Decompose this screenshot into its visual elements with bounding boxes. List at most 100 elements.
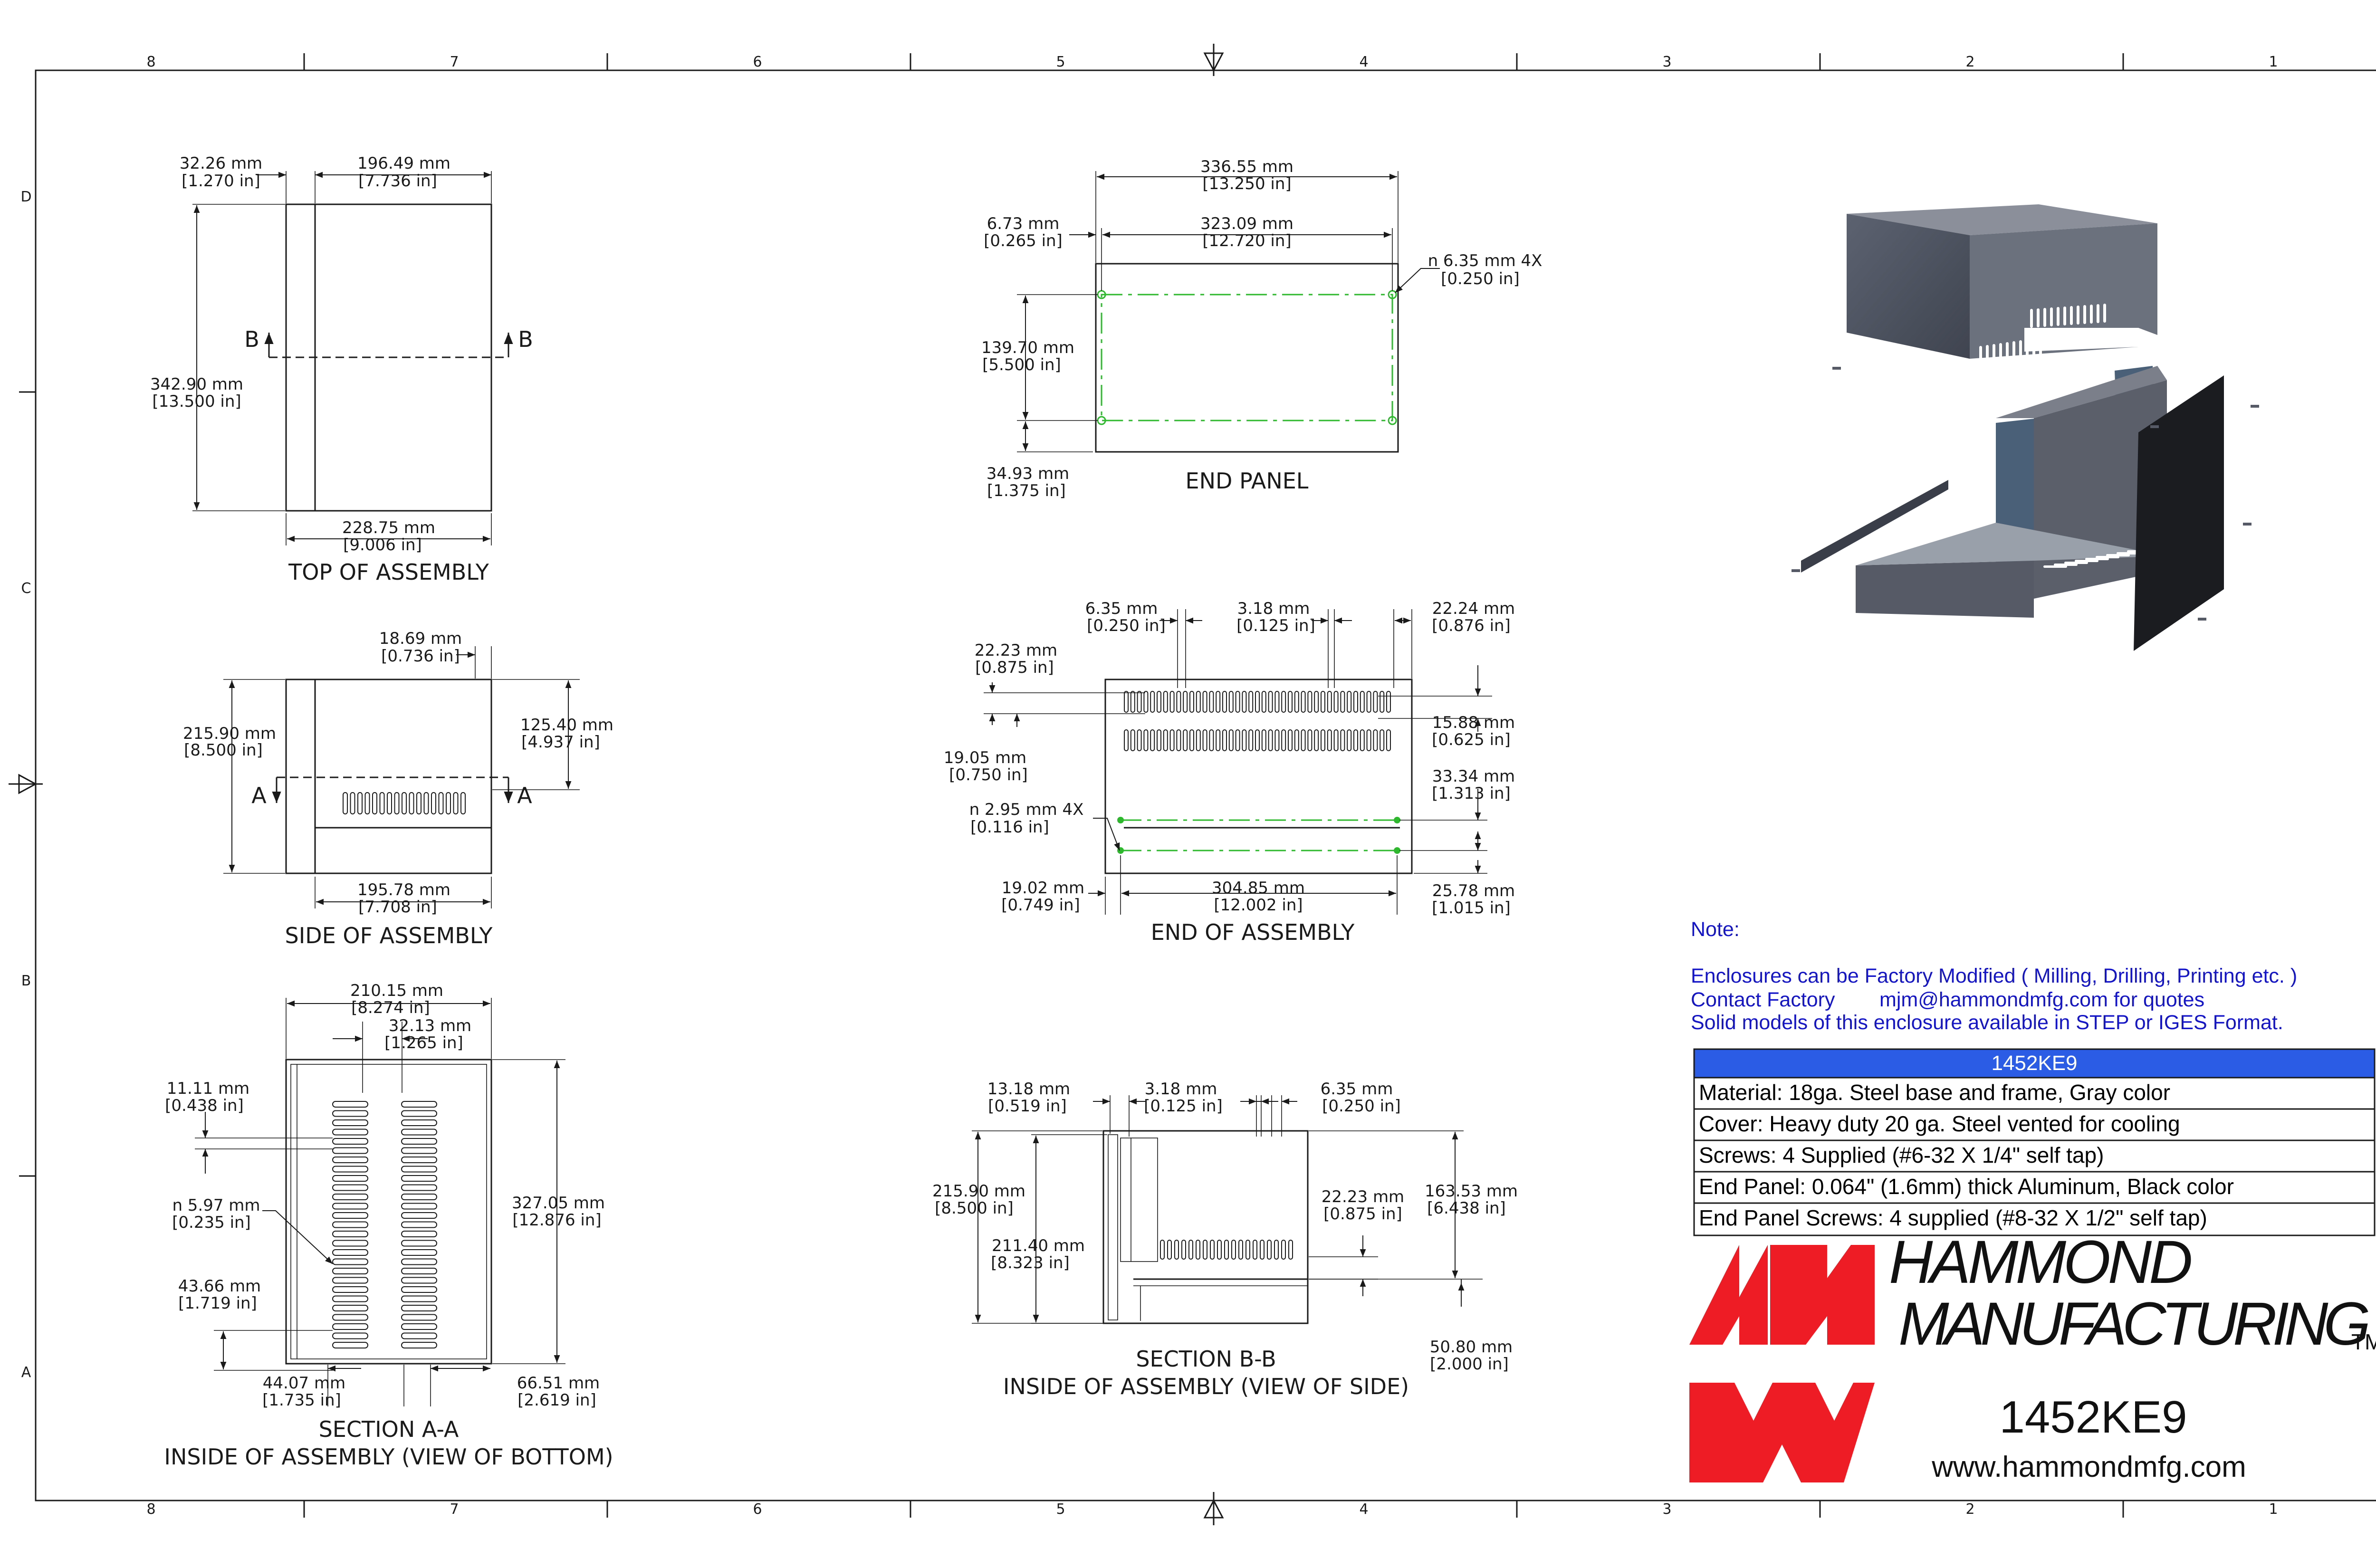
- end-panel-view: 336.55 mm [13.250 in] 6.73 mm [0.265 in]…: [981, 157, 1542, 500]
- spec-table-header: 1452KE9: [1991, 1052, 2077, 1075]
- svg-text:327.05 mm: 327.05 mm: [512, 1194, 605, 1213]
- svg-text:19.02 mm: 19.02 mm: [1002, 879, 1084, 898]
- svg-text:15.88 mm: 15.88 mm: [1432, 713, 1515, 732]
- svg-text:[1.313 in]: [1.313 in]: [1432, 784, 1511, 803]
- note-heading: Note:: [1691, 918, 1740, 941]
- col-label: 3: [1662, 54, 1671, 70]
- vent-slot: [1327, 691, 1332, 713]
- vent-slot: [1183, 691, 1188, 713]
- vent-slot: [1222, 729, 1227, 751]
- vent-slot: [1294, 729, 1299, 751]
- vent-slot: [2019, 340, 2022, 359]
- vent-slot: [1196, 691, 1201, 713]
- vent-slot: [387, 792, 392, 814]
- vent-slot: [1906, 351, 1908, 370]
- mounting-holes: [1097, 290, 1397, 425]
- svg-text:323.09 mm: 323.09 mm: [1200, 214, 1293, 233]
- vent-slot: [332, 1119, 368, 1126]
- svg-text:18.69 mm: 18.69 mm: [379, 629, 462, 648]
- vent-slot: [2054, 564, 2078, 566]
- vent-slot: [1353, 729, 1358, 751]
- vent-slot: [1281, 1240, 1286, 1260]
- vent-slot: [1340, 729, 1345, 751]
- vent-slot: [379, 792, 385, 814]
- svg-text:[0.265 in]: [0.265 in]: [984, 231, 1063, 250]
- svg-text:[0.625 in]: [0.625 in]: [1432, 730, 1511, 749]
- vent-slot: [1183, 729, 1188, 751]
- row-label: D: [20, 189, 31, 205]
- svg-text:13.18 mm: 13.18 mm: [987, 1080, 1070, 1099]
- vent-slot: [1919, 353, 1922, 372]
- vent-slot: [2103, 304, 2106, 323]
- vent-slot: [401, 1314, 437, 1321]
- vent-slot: [1235, 691, 1240, 713]
- vent-slot: [332, 1175, 368, 1182]
- view-title: END OF ASSEMBLY: [1151, 919, 1355, 945]
- col-label: 1: [2269, 1501, 2278, 1518]
- vent-slot: [1196, 729, 1201, 751]
- vent-slot: [1188, 1240, 1193, 1260]
- vent-slot: [1174, 1240, 1179, 1260]
- vent-slot: [401, 1240, 437, 1247]
- vent-slot: [1160, 1240, 1165, 1260]
- vent-slot: [401, 1249, 437, 1256]
- vent-slot: [332, 1110, 368, 1117]
- vent-slot: [1261, 729, 1266, 751]
- vent-slot: [2070, 306, 2073, 325]
- vent-slot: [1176, 691, 1181, 713]
- vent-slot: [1167, 1240, 1172, 1260]
- top-of-assembly-view: B B 32.26 mm [1.270 in] 196.49 mm [7.736…: [150, 154, 533, 585]
- svg-text:19.05 mm: 19.05 mm: [944, 748, 1026, 767]
- vent-slot: [1137, 729, 1142, 751]
- svg-text:[0.235 in]: [0.235 in]: [172, 1213, 251, 1232]
- vent-slot: [1327, 729, 1332, 751]
- vent-slot: [1340, 691, 1345, 713]
- vent-slot: [2085, 558, 2109, 560]
- col-label: 1: [2269, 54, 2278, 70]
- svg-text:163.53 mm: 163.53 mm: [1425, 1182, 1518, 1201]
- vent-slot: [401, 1332, 437, 1339]
- vent-slot: [1373, 691, 1378, 713]
- svg-text:[12.002 in]: [12.002 in]: [1214, 896, 1303, 915]
- col-label: 3: [1662, 1501, 1671, 1518]
- svg-text:[0.876 in]: [0.876 in]: [1432, 616, 1511, 635]
- vent-slots: [1124, 691, 1391, 751]
- vent-slot: [1899, 350, 1902, 369]
- vent-slot: [332, 1212, 368, 1219]
- vent-slot: [401, 1203, 437, 1210]
- vent-slot: [1203, 1240, 1207, 1260]
- svg-text:[1.735 in]: [1.735 in]: [262, 1391, 341, 1410]
- vent-slots: [1872, 304, 2106, 373]
- svg-text:[0.116 in]: [0.116 in]: [970, 818, 1049, 837]
- svg-text:3.18 mm: 3.18 mm: [1145, 1080, 1217, 1099]
- section-b-b-view: 13.18 mm [0.519 in] 3.18 mm [0.125 in] 6…: [932, 1080, 1518, 1399]
- svg-text:139.70 mm: 139.70 mm: [981, 338, 1074, 357]
- svg-text:[2.619 in]: [2.619 in]: [517, 1391, 596, 1410]
- vent-slot: [401, 1286, 437, 1293]
- view-title: SECTION B-B: [1136, 1346, 1276, 1372]
- vent-slot: [1222, 691, 1227, 713]
- svg-text:50.80 mm: 50.80 mm: [1430, 1338, 1513, 1357]
- vent-slot: [332, 1268, 368, 1274]
- svg-text:[0.250 in]: [0.250 in]: [1322, 1097, 1401, 1116]
- vent-slot: [2037, 308, 2040, 327]
- vent-slot: [1130, 691, 1135, 713]
- section-b-outline: [1102, 1130, 1309, 1324]
- vent-slot: [332, 1277, 368, 1284]
- vent-slot: [1999, 343, 2002, 362]
- vent-slot: [332, 1286, 368, 1293]
- vent-slot: [332, 1342, 368, 1348]
- svg-text:66.51 mm: 66.51 mm: [517, 1374, 600, 1393]
- vent-slot: [401, 1166, 437, 1173]
- vent-slot: [1288, 1240, 1293, 1260]
- view-subtitle: INSIDE OF ASSEMBLY (VIEW OF BOTTOM): [164, 1444, 613, 1470]
- vent-slot: [416, 792, 422, 814]
- vent-slot: [1137, 691, 1142, 713]
- svg-text:22.23 mm: 22.23 mm: [1322, 1187, 1404, 1206]
- vent-slot: [332, 1258, 368, 1265]
- svg-text:[2.000 in]: [2.000 in]: [1430, 1355, 1509, 1374]
- hammond-logo: [1689, 1245, 1875, 1482]
- part-number: 1452KE9: [1999, 1392, 2187, 1443]
- svg-text:304.85 mm: 304.85 mm: [1212, 879, 1305, 898]
